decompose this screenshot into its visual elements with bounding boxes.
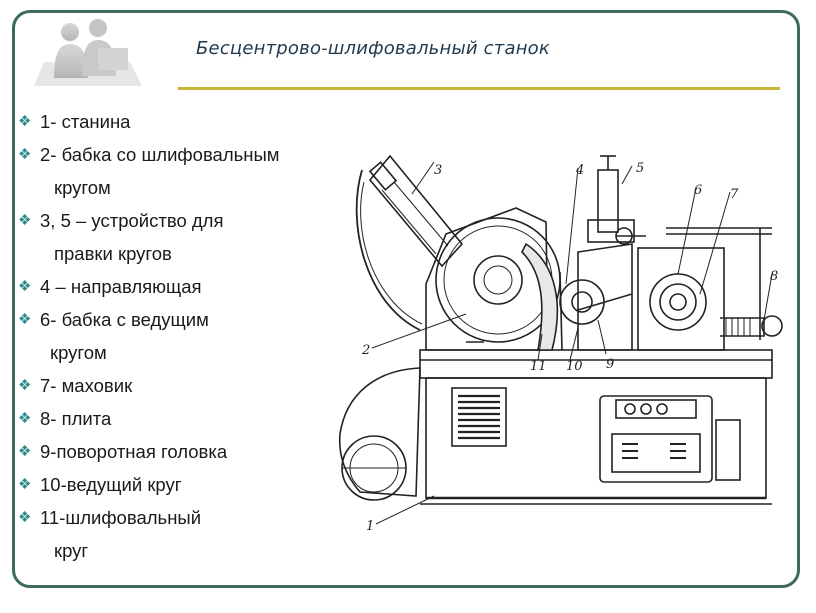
- list-item-continuation: кругом: [54, 177, 111, 198]
- slide-frame: [12, 10, 800, 588]
- callout-label: 1: [366, 519, 374, 534]
- list-item: ❖ 10-ведущий круг: [16, 473, 312, 497]
- callout-label: 3: [434, 163, 442, 178]
- slide-title: Бесцентрово-шлифовальный станок: [196, 38, 550, 59]
- handwheel: [720, 315, 783, 337]
- list-item: ❖ 9-поворотная головка: [16, 440, 312, 464]
- list-item-continuation: круг: [54, 540, 89, 561]
- title-underline: [178, 87, 780, 90]
- people-silhouette-icon: [34, 18, 142, 86]
- callout-label: 5: [636, 161, 644, 176]
- coolant-hood: [338, 367, 421, 501]
- callout-label: 9: [606, 357, 614, 372]
- list-item: ❖ 7- маховик: [16, 374, 312, 398]
- diamond-bullet-icon: ❖: [18, 509, 32, 526]
- list-item: ❖ 11-шлифовальный круг: [16, 506, 312, 563]
- dressing-device-right: [587, 155, 646, 245]
- diamond-bullet-icon: ❖: [18, 377, 32, 394]
- list-item-text: 9-поворотная головка: [40, 441, 228, 462]
- diamond-bullet-icon: ❖: [18, 278, 32, 295]
- list-item-text: 7- маховик: [40, 375, 133, 396]
- diamond-bullet-icon: ❖: [18, 410, 32, 427]
- callout-label: 4: [575, 163, 584, 178]
- diamond-bullet-icon: ❖: [18, 311, 32, 328]
- list-item-text: 1- станина: [40, 111, 131, 132]
- list-item: ❖ 4 – направляющая: [16, 275, 312, 299]
- machine-bed: [419, 349, 773, 505]
- diamond-bullet-icon: ❖: [18, 113, 32, 130]
- list-item: ❖ 3, 5 – устройство для правки кругов: [16, 209, 312, 266]
- dressing-device-left: [355, 154, 464, 331]
- list-item: ❖ 6- бабка с ведущим кругом: [16, 308, 312, 365]
- callout-label: 7: [730, 187, 739, 202]
- machine-drawing: 1 2 3 4 5 6 7 8 9 10 11: [316, 104, 800, 584]
- list-item-text: 2- бабка со шлифовальным: [40, 144, 280, 165]
- work-rest-blade: [521, 242, 605, 351]
- list-item-text: 6- бабка с ведущим: [40, 309, 209, 330]
- diamond-bullet-icon: ❖: [18, 476, 32, 493]
- regulating-wheel-head: [637, 227, 772, 351]
- list-item: ❖ 8- плита: [16, 407, 312, 431]
- list-item-text: 4 – направляющая: [40, 276, 202, 297]
- legend-list: ❖ 1- станина ❖ 2- бабка со шлифовальным кру…: [16, 110, 312, 572]
- list-item-continuation: кругом: [50, 342, 107, 363]
- list-item-text: 10-ведущий круг: [40, 474, 182, 495]
- callout-label: 2: [361, 343, 370, 358]
- list-item-text: 3, 5 – устройство для: [40, 210, 224, 231]
- list-item-text: 11-шлифовальный: [40, 507, 202, 528]
- callout-label: 8: [770, 269, 778, 284]
- diamond-bullet-icon: ❖: [18, 212, 32, 229]
- callout-label: 10: [566, 359, 583, 374]
- list-item-text: 8- плита: [40, 408, 112, 429]
- callout-label: 6: [694, 183, 702, 198]
- list-item-continuation: правки кругов: [54, 243, 172, 264]
- list-item: ❖ 2- бабка со шлифовальным кругом: [16, 143, 312, 200]
- callout-label: 11: [530, 359, 547, 374]
- swivel-head: [577, 243, 633, 351]
- diamond-bullet-icon: ❖: [18, 146, 32, 163]
- diamond-bullet-icon: ❖: [18, 443, 32, 460]
- list-item: ❖ 1- станина: [16, 110, 312, 134]
